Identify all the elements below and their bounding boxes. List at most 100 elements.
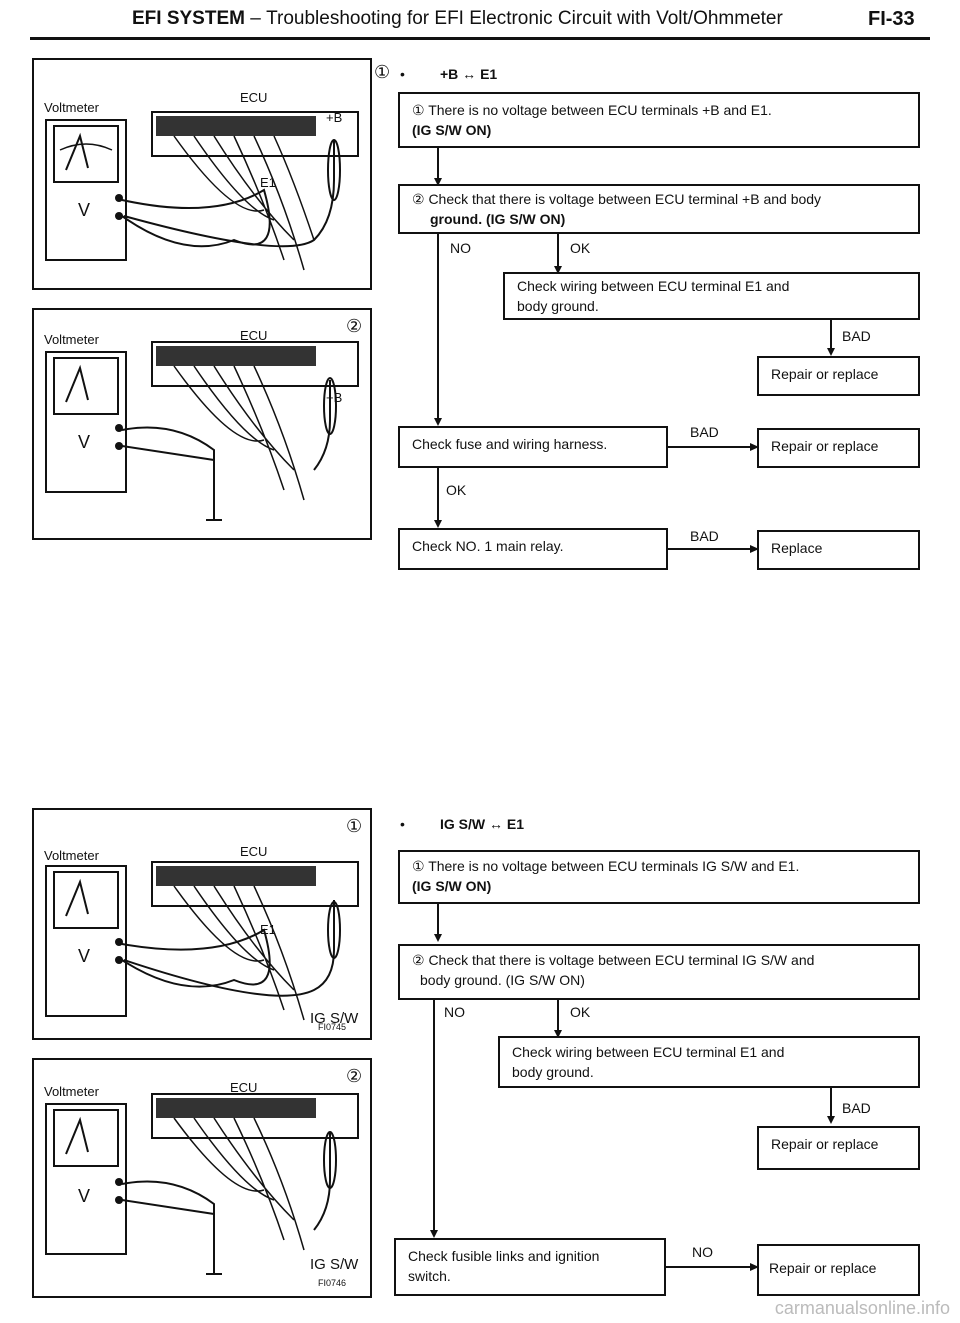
page-number: FI-33 <box>868 8 915 30</box>
connector <box>437 904 439 936</box>
connector <box>437 148 439 180</box>
watermark: carmanualsonline.info <box>774 1298 950 1318</box>
connector <box>433 1000 435 1230</box>
section2-repair-box-1: Repair or replace <box>757 1126 920 1170</box>
wiring-illustration <box>45 861 359 1021</box>
voltmeter-label: Voltmeter <box>44 332 99 347</box>
section2-title: IG S/W ↔ E1 <box>440 816 525 832</box>
section2-check-wiring-text: Check wiring between ECU terminal E1 and <box>512 1044 785 1060</box>
section1-repair-box-1: Repair or replace <box>757 356 920 396</box>
header-subtitle: Troubleshooting for EFI Electronic Circu… <box>266 8 783 29</box>
section2-step2-box: ② Check that there is voltage between EC… <box>398 944 920 1000</box>
section1-check-relay-text: Check NO. 1 main relay. <box>412 538 564 554</box>
ig-sw-label: IG S/W <box>310 1010 359 1027</box>
section2-check-wiring-box: Check wiring between ECU terminal E1 and… <box>498 1036 920 1088</box>
section2-check-links-box: Check fusible links and ignition switch. <box>394 1238 666 1296</box>
section2-repair-box-2: Repair or replace <box>757 1244 920 1296</box>
section2-step1-box: ① There is no voltage between ECU termin… <box>398 850 920 904</box>
e1-label: E1 <box>260 922 276 937</box>
section1-title: +B ↔ E1 <box>440 66 498 82</box>
section1-step1-cond: (IG S/W ON) <box>412 122 492 138</box>
header-system: EFI SYSTEM <box>132 8 245 29</box>
connector <box>830 1088 832 1118</box>
branch-label-ok: OK <box>570 240 591 256</box>
branch-label-bad: BAD <box>690 528 719 544</box>
bullet: • <box>400 66 405 82</box>
section1-repair-text-2: Repair or replace <box>771 438 879 454</box>
connector <box>668 446 752 448</box>
section2-step2-cond: body ground. (IG S/W ON) <box>420 972 585 988</box>
branch-label-ok: OK <box>446 482 467 498</box>
section1-replace-text: Replace <box>771 540 823 556</box>
arrow <box>434 178 442 186</box>
arrow <box>554 266 562 274</box>
ecu-label: ECU <box>240 844 268 859</box>
plus-b-label: +B <box>326 390 343 405</box>
diagram-number: ① <box>346 816 363 836</box>
section1-step1-box: ① There is no voltage between ECU termin… <box>398 92 920 148</box>
header-dash: – <box>250 8 261 29</box>
section1-check-relay-box: Check NO. 1 main relay. <box>398 528 668 570</box>
branch-label-bad: BAD <box>842 1100 871 1116</box>
wiring-illustration <box>45 1093 359 1275</box>
diagram-number: ① <box>374 62 391 82</box>
connector <box>668 548 752 550</box>
e1-label: E1 <box>260 175 276 190</box>
arrow <box>554 1030 562 1038</box>
section2-step1-text: ① There is no voltage between ECU termin… <box>412 858 800 874</box>
section1-check-wiring-text2: body ground. <box>517 298 599 314</box>
branch-label-bad: BAD <box>690 424 719 440</box>
wiring-illustration <box>45 341 359 521</box>
branch-label-ok: OK <box>570 1004 591 1020</box>
section1-check-fuse-box: Check fuse and wiring harness. <box>398 426 668 468</box>
v-label: V <box>78 432 91 452</box>
diagram-plusb-1: ① Voltmeter ECU V +B E1 <box>32 58 390 290</box>
section1-step1-text: ① There is no voltage between ECU termin… <box>412 102 772 118</box>
arrow <box>750 1263 759 1271</box>
section2-check-links-text2: switch. <box>408 1268 451 1284</box>
section1-step2-box: ② Check that there is voltage between EC… <box>398 184 920 234</box>
diagram-igsw-2: ② Voltmeter ECU V IG S/W FI0746 <box>32 1058 372 1298</box>
arrow <box>827 348 835 356</box>
arrow <box>750 545 759 553</box>
section1-step2-cond: ground. (IG S/W ON) <box>430 211 566 227</box>
v-label: V <box>78 946 91 966</box>
arrow <box>430 1230 438 1238</box>
ig-sw-label: IG S/W <box>310 1256 359 1273</box>
v-label: V <box>78 200 91 220</box>
ecu-label: ECU <box>240 90 268 105</box>
section1-check-wiring-box: Check wiring between ECU terminal E1 and… <box>503 272 920 320</box>
plus-b-label: +B <box>326 110 343 125</box>
section2-step2-text: ② Check that there is voltage between EC… <box>412 952 815 968</box>
connector <box>437 234 439 418</box>
section2-repair-text-1: Repair or replace <box>771 1136 879 1152</box>
section2-step1-cond: (IG S/W ON) <box>412 878 492 894</box>
branch-label-no: NO <box>692 1244 713 1260</box>
branch-label-no: NO <box>444 1004 465 1020</box>
connector <box>437 468 439 522</box>
connector <box>830 320 832 350</box>
arrow <box>750 443 759 451</box>
page-header: EFI SYSTEM – Troubleshooting for EFI Ele… <box>132 8 783 30</box>
branch-label-no: NO <box>450 240 471 256</box>
section1-check-fuse-text: Check fuse and wiring harness. <box>412 436 608 452</box>
voltmeter-label: Voltmeter <box>44 1084 99 1099</box>
section1-step2-text: ② Check that there is voltage between EC… <box>412 191 822 207</box>
header-rule <box>30 37 930 40</box>
arrow <box>434 934 442 942</box>
section1-check-wiring-text: Check wiring between ECU terminal E1 and <box>517 278 790 294</box>
section2-repair-text-2: Repair or replace <box>769 1260 877 1276</box>
figure-id: FI0746 <box>318 1278 347 1288</box>
arrow <box>434 418 442 426</box>
ecu-label: ECU <box>240 328 268 343</box>
section1-replace-box: Replace <box>757 530 920 570</box>
voltmeter-label: Voltmeter <box>44 848 99 863</box>
connector <box>666 1266 752 1268</box>
connector <box>557 234 559 268</box>
diagram-number: ② <box>346 316 363 336</box>
branch-label-bad: BAD <box>842 328 871 344</box>
diagram-igsw-1: ① Voltmeter ECU V E1 IG S/W FI0745 <box>32 808 372 1040</box>
section2-check-links-text: Check fusible links and ignition <box>408 1248 600 1264</box>
section2-check-wiring-text2: body ground. <box>512 1064 594 1080</box>
ecu-label: ECU <box>230 1080 258 1095</box>
